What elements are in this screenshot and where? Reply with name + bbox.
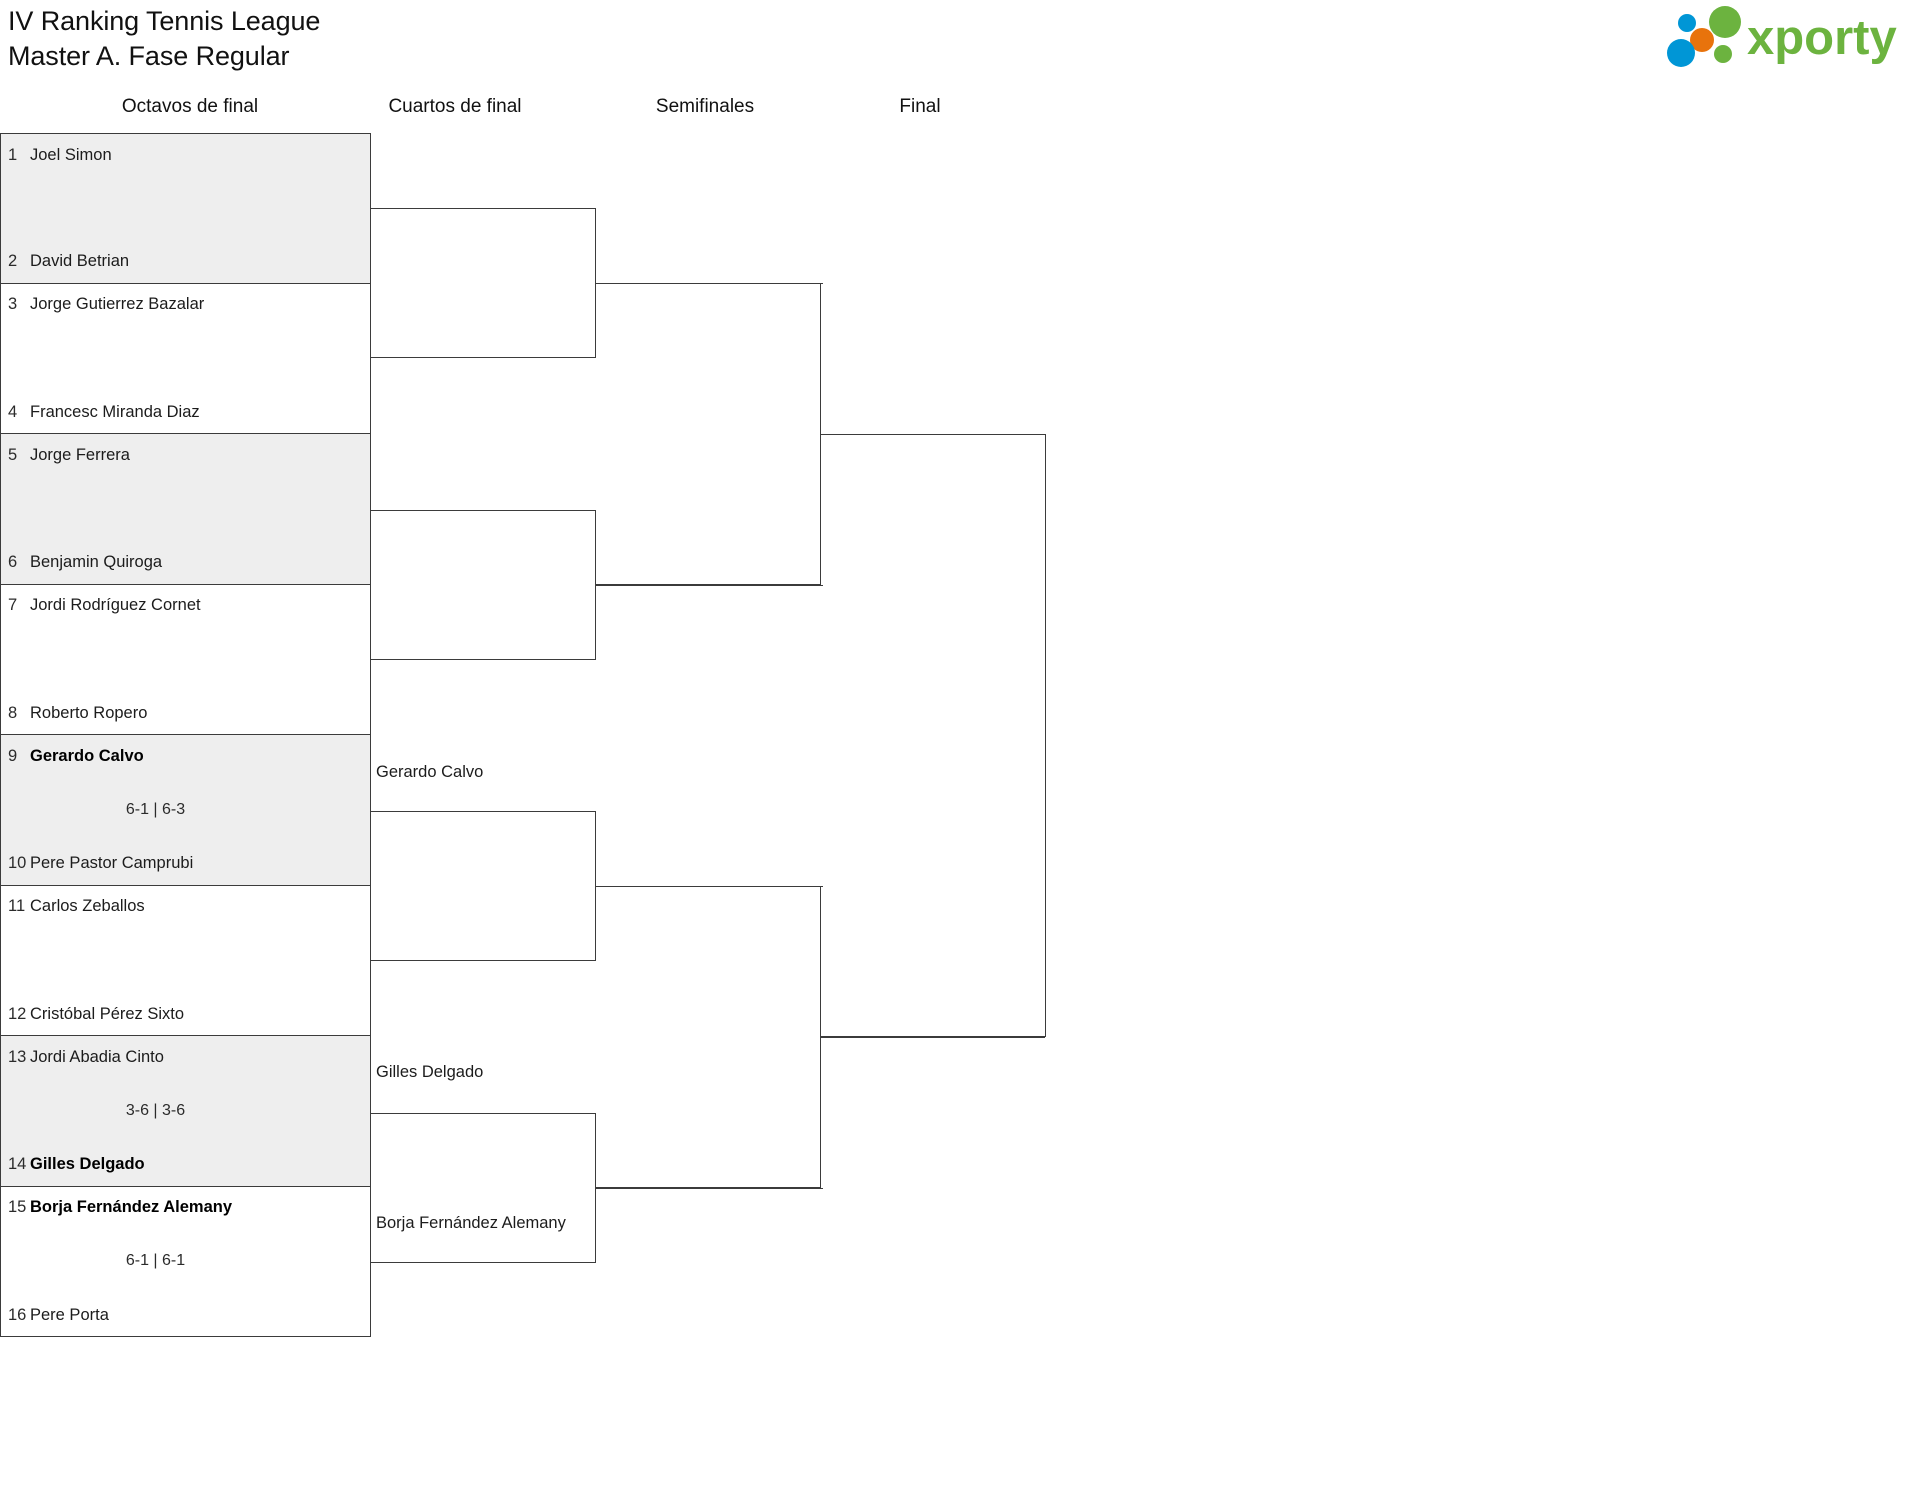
title-line-2: Master A. Fase Regular xyxy=(8,40,290,71)
seed-13: 13 xyxy=(8,1047,27,1066)
player-name-12: Cristóbal Pérez Sixto xyxy=(30,1004,185,1023)
match-octavos-1[interactable]: 1 Joel Simon 2 David Betrian xyxy=(0,133,371,284)
player-slot-16[interactable]: 16 Pere Porta xyxy=(1,1302,370,1328)
stub-cuartos-1 xyxy=(595,283,823,284)
seed-16: 16 xyxy=(8,1305,27,1324)
match-octavos-8[interactable]: 15 Borja Fernández Alemany 6-1 | 6-1 16 … xyxy=(0,1186,371,1337)
round-header-semifinales: Semifinales xyxy=(655,96,755,117)
logo-dot-blue-large xyxy=(1667,39,1695,67)
player-name-10: Pere Pastor Camprubi xyxy=(30,854,194,872)
connector-cuartos-1 xyxy=(370,208,596,358)
round-header-final: Final xyxy=(899,96,941,117)
player-slot-6[interactable]: 6 Benjamin Quiroga xyxy=(1,550,370,576)
player-slot-1[interactable]: 1 Joel Simon xyxy=(1,142,370,168)
match-octavos-7[interactable]: 13 Jordi Abadia Cinto 3-6 | 3-6 14 Gille… xyxy=(0,1036,371,1187)
page-title: IV Ranking Tennis League Master A. Fase … xyxy=(8,4,320,73)
seed-1: 1 xyxy=(8,145,18,164)
player-name-4: Francesc Miranda Diaz xyxy=(30,402,200,421)
player-slot-15[interactable]: 15 Borja Fernández Alemany xyxy=(1,1195,370,1221)
connector-semifinal-1 xyxy=(595,283,821,585)
player-slot-8[interactable]: 8 Roberto Ropero xyxy=(1,700,370,726)
xporty-logo[interactable]: xporty xyxy=(1663,6,1913,68)
match-score-8: 6-1 | 6-1 xyxy=(125,1252,186,1270)
seed-11: 11 xyxy=(8,897,26,915)
match-octavos-3[interactable]: 5 Jorge Ferrera 6 Benjamin Quiroga xyxy=(0,434,371,585)
logo-dot-blue-small xyxy=(1678,14,1696,32)
match-octavos-6[interactable]: 11 Carlos Zeballos 12 Cristóbal Pérez Si… xyxy=(0,885,371,1036)
player-slot-4[interactable]: 4 Francesc Miranda Diaz xyxy=(1,399,370,425)
player-name-6: Benjamin Quiroga xyxy=(30,553,163,571)
seed-15: 15 xyxy=(8,1198,27,1216)
seed-9: 9 xyxy=(8,746,18,765)
player-slot-11[interactable]: 11 Carlos Zeballos xyxy=(1,894,370,920)
player-name-15: Borja Fernández Alemany xyxy=(30,1198,233,1216)
xporty-logo-svg: xporty xyxy=(1667,6,1897,67)
player-name-3: Jorge Gutierrez Bazalar xyxy=(30,295,205,313)
stub-cuartos-4 xyxy=(595,1188,823,1189)
stub-semifinal-2 xyxy=(820,1037,1045,1038)
round-header-cuartos: Cuartos de final xyxy=(388,96,522,117)
player-name-16: Pere Porta xyxy=(30,1305,109,1324)
player-slot-13[interactable]: 13 Jordi Abadia Cinto xyxy=(1,1044,370,1070)
player-name-5: Jorge Ferrera xyxy=(30,445,130,464)
logo-dot-green-small xyxy=(1714,45,1732,63)
title-line-1: IV Ranking Tennis League xyxy=(8,6,321,36)
player-slot-7[interactable]: 7 Jordi Rodríguez Cornet xyxy=(1,593,370,619)
player-slot-2[interactable]: 2 David Betrian xyxy=(1,249,370,275)
match-octavos-2[interactable]: 3 Jorge Gutierrez Bazalar 4 Francesc Mir… xyxy=(0,283,371,434)
seed-14: 14 xyxy=(8,1155,27,1173)
player-name-8: Roberto Ropero xyxy=(30,703,148,722)
seed-12: 12 xyxy=(8,1004,27,1023)
seed-4: 4 xyxy=(8,402,18,421)
connector-cuartos-4 xyxy=(370,1113,596,1263)
seed-2: 2 xyxy=(8,252,18,270)
player-name-14: Gilles Delgado xyxy=(30,1155,145,1173)
logo-dot-orange xyxy=(1690,28,1714,52)
logo-dot-green-large xyxy=(1709,6,1741,38)
match-octavos-5[interactable]: 9 Gerardo Calvo 6-1 | 6-3 10 Pere Pastor… xyxy=(0,735,371,886)
player-slot-5[interactable]: 5 Jorge Ferrera xyxy=(1,442,370,468)
connector-cuartos-2 xyxy=(370,510,596,660)
cuartos-player-gerardo-calvo[interactable]: Gerardo Calvo xyxy=(376,763,484,781)
cuartos-player-gilles-delgado[interactable]: Gilles Delgado xyxy=(376,1063,484,1081)
player-slot-10[interactable]: 10 Pere Pastor Camprubi xyxy=(1,851,370,877)
player-name-1: Joel Simon xyxy=(30,145,112,164)
round-header-octavos: Octavos de final xyxy=(121,96,259,117)
seed-3: 3 xyxy=(8,295,18,313)
connector-semifinal-2 xyxy=(595,886,821,1188)
player-slot-14[interactable]: 14 Gilles Delgado xyxy=(1,1152,370,1178)
seed-5: 5 xyxy=(8,445,18,464)
round-octavos-column: 1 Joel Simon 2 David Betrian 3 Jorge Gut… xyxy=(0,133,371,1337)
player-slot-3[interactable]: 3 Jorge Gutierrez Bazalar xyxy=(1,292,370,318)
player-name-11: Carlos Zeballos xyxy=(30,897,145,915)
player-slot-9[interactable]: 9 Gerardo Calvo xyxy=(1,743,370,769)
stub-cuartos-3 xyxy=(595,886,823,887)
connector-cuartos-3 xyxy=(370,811,596,961)
player-name-7: Jordi Rodríguez Cornet xyxy=(30,596,201,614)
seed-7: 7 xyxy=(8,596,18,614)
connector-final xyxy=(820,434,1046,1037)
player-name-13: Jordi Abadia Cinto xyxy=(30,1047,164,1066)
stub-cuartos-2 xyxy=(595,585,823,586)
cuartos-player-borja-fernandez[interactable]: Borja Fernández Alemany xyxy=(376,1214,566,1232)
match-score-5: 6-1 | 6-3 xyxy=(125,800,186,818)
player-name-9: Gerardo Calvo xyxy=(30,746,144,765)
seed-10: 10 xyxy=(8,854,27,872)
match-score-7: 3-6 | 3-6 xyxy=(125,1101,186,1119)
match-octavos-4[interactable]: 7 Jordi Rodríguez Cornet 8 Roberto Roper… xyxy=(0,584,371,735)
seed-6: 6 xyxy=(8,553,18,571)
player-name-2: David Betrian xyxy=(30,252,130,270)
seed-8: 8 xyxy=(8,703,18,722)
player-slot-12[interactable]: 12 Cristóbal Pérez Sixto xyxy=(1,1001,370,1027)
logo-wordmark: xporty xyxy=(1747,11,1897,65)
stub-semifinal-1 xyxy=(820,434,1045,435)
